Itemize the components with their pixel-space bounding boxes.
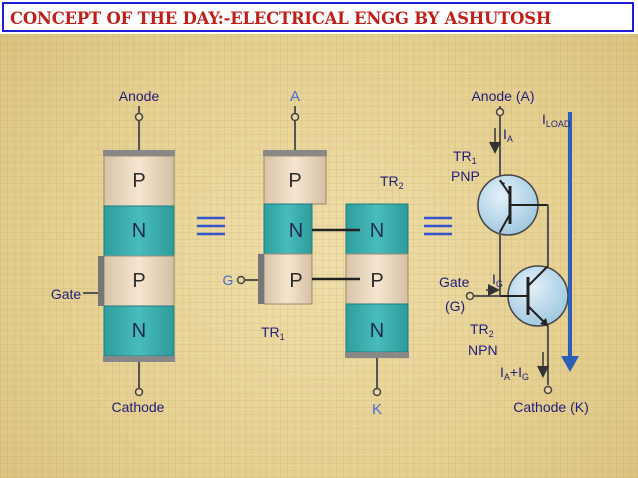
block3-equivalent-circuit: Anode (A) IA ILOAD TR1 PNP Gate (G) IG T… [439,88,589,415]
block3-gate-g-label: (G) [445,298,465,314]
block3-iload-label: ILOAD [542,111,571,129]
block1-layer-label: P [132,170,145,192]
block1-gate-contact [98,256,104,306]
block3-gate-terminal [465,291,475,301]
block2-anode-label: A [290,88,300,105]
block2-layer-label: N [370,320,384,342]
block3-anode-label: Anode (A) [471,88,534,104]
npn-transistor-icon [500,265,569,327]
block1-layer-p1 [103,155,175,207]
block2-right-n2 [345,303,409,353]
block2-layer-label: P [370,270,383,292]
block3-tr2-label: TR2 [470,321,494,339]
block2-gate-contact [258,254,264,304]
block2-layer-label: N [289,220,303,242]
block2-anode-terminal [290,112,300,122]
block2-gate-terminal [236,275,246,285]
block2-left-n [263,203,313,255]
block2-tr1-label: TR1 [261,324,285,342]
block3-cathode-terminal [543,385,553,395]
block2-bottom-contact [345,352,409,358]
block2-layer-label: P [288,170,301,192]
block1-layer-label: N [132,220,146,242]
block2-gate-label: G [223,272,234,288]
equivalence-icon [424,216,452,236]
block1-gate-label: Gate [51,286,82,302]
block3-tr1-type: PNP [451,168,480,184]
block1-bottom-contact [103,356,175,362]
block1-top-contact [103,150,175,156]
pnp-transistor-icon [477,174,548,236]
block2-left-p1 [263,155,327,205]
title-bar: CONCEPT OF THE DAY:-ELECTRICAL ENGG BY A… [0,0,638,34]
block2-cathode-terminal [372,387,382,397]
block3-tr2-type: NPN [468,342,498,358]
equivalence-icon [197,216,225,236]
block3-tr1-label: TR1 [453,148,477,166]
current-arrow-icon [561,112,579,372]
block2-left-p2 [263,253,313,305]
block2-top-contact [263,150,327,156]
block1-layer-n2 [103,305,175,357]
block3-cathode-label: Cathode (K) [513,399,588,415]
block1-cathode-label: Cathode [112,399,165,415]
block1-anode-terminal [134,112,144,122]
block2-two-transistor-model: P N P N P N A G K TR1 TR2 [223,88,409,418]
block1-layer-label: P [132,270,145,292]
block2-layer-label: P [289,270,302,292]
block3-ia-label: IA [503,126,513,144]
block2-tr2-label: TR2 [380,173,404,191]
block1-anode-label: Anode [119,88,160,104]
block1-cathode-terminal [134,387,144,397]
block1-pnpn-structure: P N P N Anode Gate Cathode [51,88,175,415]
page-title: CONCEPT OF THE DAY:-ELECTRICAL ENGG BY A… [10,9,552,28]
block1-layer-p2 [103,255,175,307]
block3-isum-label: IA+IG [500,364,529,382]
block2-layer-label: N [370,220,384,242]
title-frame: CONCEPT OF THE DAY:-ELECTRICAL ENGG BY A… [2,2,634,32]
thyristor-diagram: P N P N Anode Gate Cathode P N P N [51,88,589,418]
block3-gate-label: Gate [439,274,470,290]
block3-ig-label: IG [492,271,503,289]
block1-layer-label: N [132,320,146,342]
block3-anode-terminal [495,107,505,117]
block2-cathode-label: K [372,401,382,418]
